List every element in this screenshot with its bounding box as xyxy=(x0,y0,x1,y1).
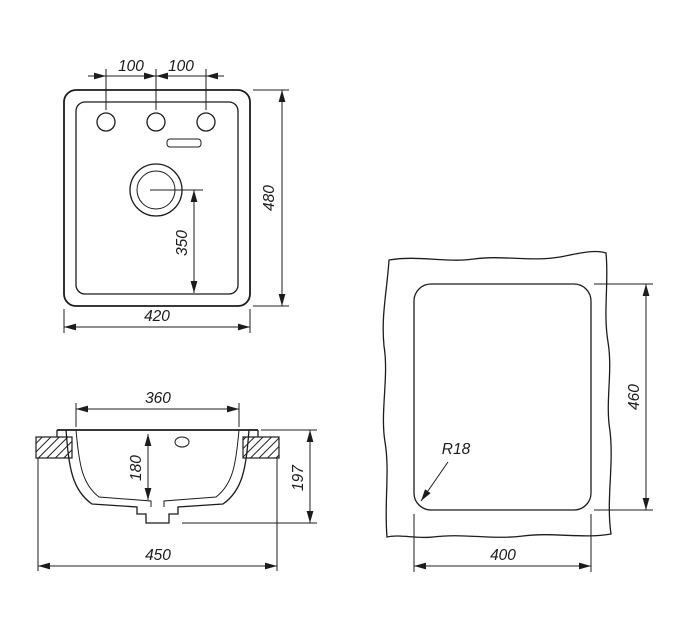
dim-label-overall-height: 197 xyxy=(290,464,307,491)
dim-drain-position: 350 xyxy=(150,189,203,293)
radius-leader-arrow xyxy=(420,461,449,502)
faucet-hole-center xyxy=(146,112,166,132)
cutout-opening xyxy=(413,283,592,511)
dim-bowl-width: 360 xyxy=(75,390,240,427)
dim-label-overall-depth: 480 xyxy=(261,185,278,211)
sink-outer-edge xyxy=(63,89,251,307)
dim-overall-depth: 480 xyxy=(253,89,289,307)
dim-cabinet-width: 450 xyxy=(37,458,278,571)
dim-overall-height: 197 xyxy=(182,429,317,524)
radius-callout: R18 xyxy=(420,441,471,502)
dim-label-drain-position: 350 xyxy=(174,230,191,256)
dim-overall-width: 420 xyxy=(63,308,251,333)
dim-label-overall-width: 420 xyxy=(144,308,170,325)
dim-label-cutout-width: 400 xyxy=(490,547,516,564)
dim-bowl-depth: 180 xyxy=(128,434,152,500)
dim-label-faucet-left: 100 xyxy=(118,58,144,75)
overflow-hole-section xyxy=(174,436,190,448)
countertop-hatch-left xyxy=(35,436,73,459)
bowl-inner-profile-right xyxy=(163,429,240,507)
bowl-outer-profile xyxy=(65,429,250,524)
countertop-cutout-view: R18 460 400 xyxy=(382,250,653,572)
dim-label-cabinet-width: 450 xyxy=(145,547,171,564)
dim-label-corner-radius: R18 xyxy=(442,441,471,458)
sink-section-view: 360 180 197 450 xyxy=(35,390,317,571)
sink-top-view: 100 100 480 420 350 xyxy=(63,58,289,333)
dim-faucet-pitch: 100 100 xyxy=(88,58,224,110)
dim-label-faucet-right: 100 xyxy=(168,58,194,75)
dim-cutout-depth: 460 xyxy=(594,283,653,511)
countertop-break-outline xyxy=(382,250,612,539)
bowl-inner-edge xyxy=(75,101,239,295)
dim-label-bowl-depth: 180 xyxy=(128,455,145,481)
countertop-hatch-right xyxy=(242,436,280,459)
overflow-slot xyxy=(166,138,202,148)
faucet-hole-right xyxy=(196,112,216,132)
bowl-inner-profile-left xyxy=(75,429,152,507)
dim-label-cutout-depth: 460 xyxy=(626,384,643,410)
faucet-hole-left xyxy=(96,112,116,132)
dim-cutout-width: 400 xyxy=(413,514,592,572)
dim-label-bowl-width: 360 xyxy=(145,390,171,407)
